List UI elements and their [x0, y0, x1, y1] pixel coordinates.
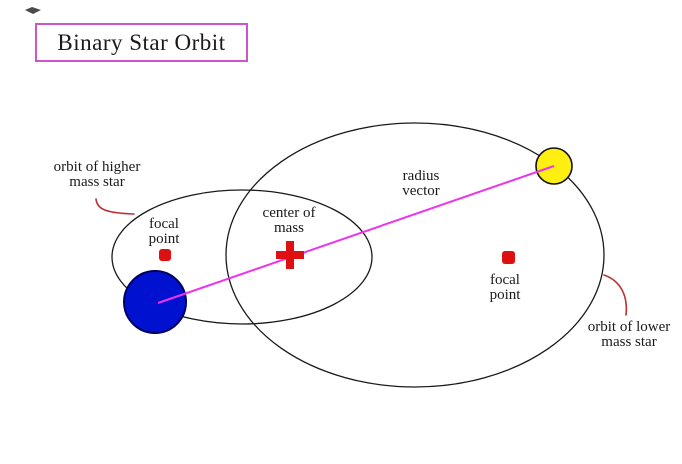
label-line: radius — [402, 168, 440, 184]
label-orbit-higher-mass: orbit of higher mass star — [54, 160, 141, 190]
label-line: mass — [273, 220, 304, 236]
scan-artifact-mark — [25, 7, 41, 14]
orbit-lower-mass-ellipse — [225, 122, 605, 388]
focal-point-marker-right — [502, 251, 515, 264]
higher-mass-star — [123, 270, 187, 334]
label-focal-point-right: focal point — [490, 273, 521, 303]
leader-curve-higher-orbit — [95, 198, 135, 215]
label-orbit-lower-mass: orbit of lower mass star — [588, 320, 670, 350]
orbit-higher-mass-ellipse — [111, 189, 373, 325]
page-title: Binary Star Orbit — [57, 29, 226, 55]
label-line: vector — [402, 183, 440, 199]
label-line: focal — [490, 272, 520, 288]
label-line: center of — [262, 205, 316, 221]
label-line: mass star — [69, 174, 125, 190]
label-center-of-mass: center of mass — [263, 206, 316, 236]
focal-point-marker-left — [159, 249, 171, 261]
center-of-mass-cross — [276, 241, 304, 269]
label-line: orbit of higher — [53, 159, 141, 175]
leader-curve-lower-orbit — [603, 274, 628, 316]
label-focal-point-left: focal point — [149, 217, 180, 247]
label-line: orbit of lower — [587, 319, 671, 335]
label-line: mass star — [601, 334, 657, 350]
label-line: point — [148, 231, 180, 247]
label-line: point — [489, 287, 521, 303]
radius-vector-line — [157, 165, 555, 304]
label-line: focal — [149, 216, 179, 232]
label-radius-vector: radius vector — [402, 169, 439, 199]
title-box: Binary Star Orbit — [35, 23, 248, 62]
